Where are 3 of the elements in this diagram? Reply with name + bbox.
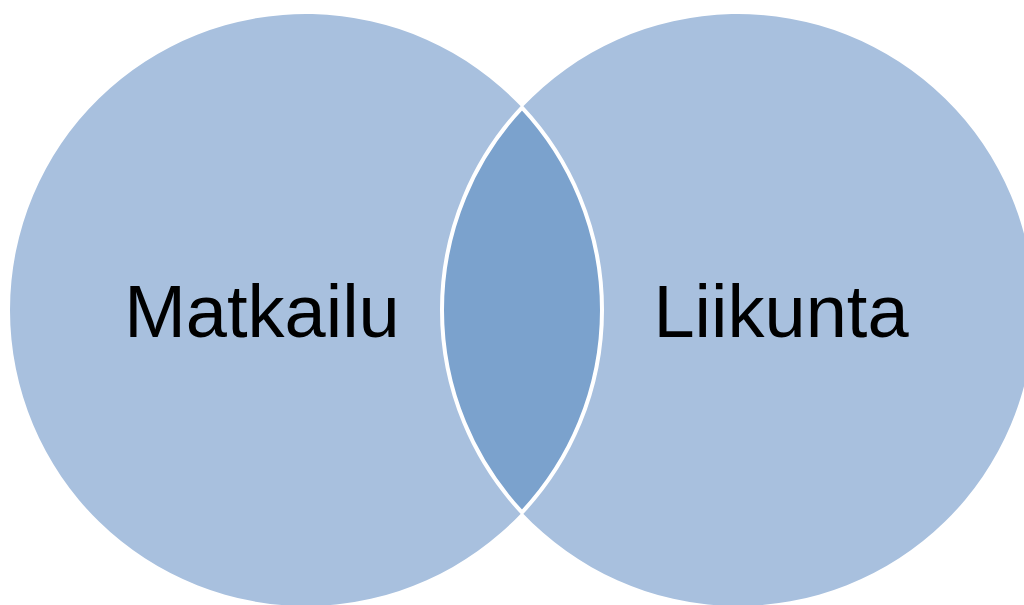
circle-label: Matkailu <box>124 275 400 349</box>
overlap-region <box>440 105 604 515</box>
circle-label: Liikunta <box>653 275 909 349</box>
